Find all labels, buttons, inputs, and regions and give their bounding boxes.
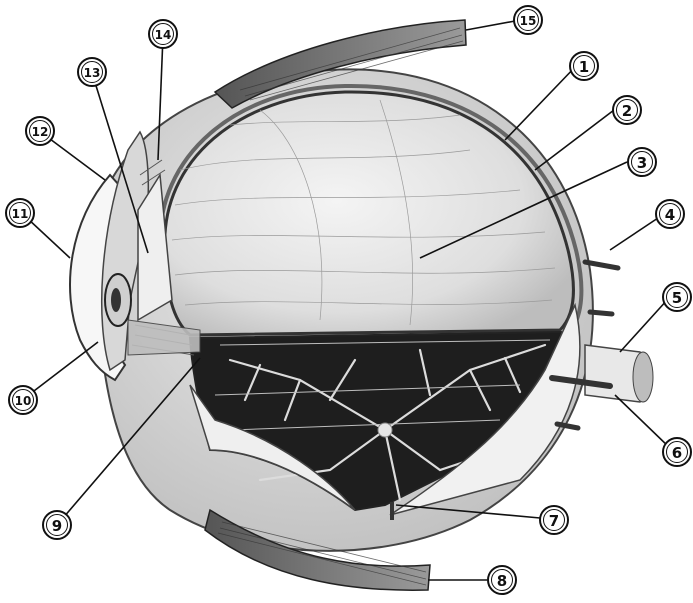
callout-12: 12: [26, 117, 54, 145]
callout-2: 2: [613, 96, 641, 124]
callout-4-number: 4: [665, 206, 675, 224]
callout-5: 5: [663, 283, 691, 311]
callout-3: 3: [628, 148, 656, 176]
callout-7-number: 7: [549, 512, 559, 530]
callout-8: 8: [488, 566, 516, 594]
pupil: [111, 288, 121, 312]
callout-15: 15: [514, 6, 542, 34]
callout-6: 6: [663, 438, 691, 466]
callout-7: 7: [540, 506, 568, 534]
callout-4: 4: [656, 200, 684, 228]
callout-11: 11: [6, 199, 34, 227]
callout-10: 10: [9, 386, 37, 414]
callout-12-number: 12: [32, 125, 49, 139]
callout-2-number: 2: [622, 102, 632, 120]
callout-13: 13: [78, 58, 106, 86]
callout-13-number: 13: [84, 66, 101, 80]
callout-9-number: 9: [52, 517, 62, 535]
callout-15-number: 15: [520, 14, 537, 28]
callout-3-number: 3: [637, 154, 647, 172]
callout-8-number: 8: [497, 572, 507, 590]
callout-11-number: 11: [12, 207, 29, 221]
optic-nerve-end: [633, 352, 653, 402]
callout-1-number: 1: [579, 58, 589, 76]
callout-14: 14: [149, 20, 177, 48]
callout-6-number: 6: [672, 444, 682, 462]
callout-10-number: 10: [15, 394, 32, 408]
callout-1: 1: [570, 52, 598, 80]
callout-5-number: 5: [672, 289, 682, 307]
callout-9: 9: [43, 511, 71, 539]
callout-14-number: 14: [155, 28, 172, 42]
optic-disc: [378, 423, 392, 437]
vessel-stub-4b: [590, 312, 612, 314]
